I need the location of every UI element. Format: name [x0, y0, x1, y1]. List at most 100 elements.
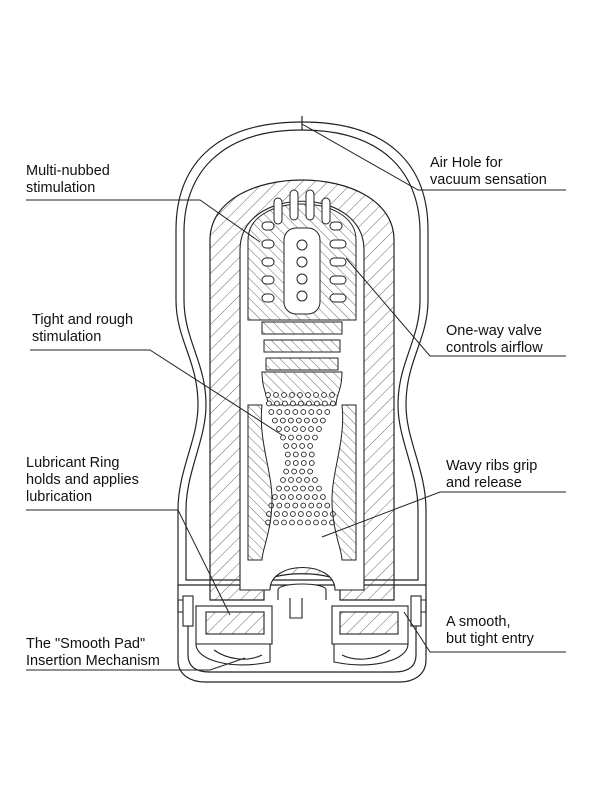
nub-dot [273, 519, 279, 526]
nub-dot [307, 468, 313, 475]
nub-dot [298, 511, 304, 517]
nub-dot [284, 460, 291, 466]
nub-dot [272, 494, 278, 500]
nub-dot [308, 485, 314, 492]
nub-dot [324, 409, 331, 415]
nub-dot [288, 417, 294, 424]
nub-dot [299, 468, 305, 475]
nub-dot [312, 477, 318, 483]
nub-dot [296, 434, 302, 441]
nub-dot [308, 451, 315, 458]
label-smooth-entry: A smooth, but tight entry [446, 614, 534, 647]
nub-dot [289, 392, 295, 398]
nub-dot [284, 502, 291, 509]
nub-dot [292, 485, 298, 492]
nub-dot [320, 417, 326, 424]
nub-dot [273, 392, 279, 398]
nub-dots [265, 392, 336, 526]
nub-dot [292, 502, 299, 509]
nub-dot [330, 400, 336, 407]
nub-dot [321, 519, 327, 526]
nub-dot [298, 400, 304, 407]
nub-dot [316, 426, 322, 432]
label-multi-nubbed: Multi-nubbed stimulation [26, 163, 110, 196]
label-one-way-valve: One-way valve controls airflow [446, 323, 543, 356]
nub-dot [308, 502, 315, 509]
nub-dot [296, 477, 302, 483]
nub-dot [312, 434, 318, 441]
nub-dot [284, 485, 290, 492]
nub-dot [300, 426, 306, 432]
nub-dot [289, 519, 295, 526]
lower-sleeve [247, 404, 357, 561]
nub-dot [276, 426, 282, 432]
label-wavy-ribs: Wavy ribs grip and release [446, 458, 538, 491]
nub-dot [266, 400, 272, 407]
nub-dot [284, 409, 291, 415]
nub-dot [316, 409, 323, 415]
nub-dot [299, 443, 305, 449]
nub-dot [276, 409, 283, 415]
nub-dot [300, 502, 307, 509]
nub-dot [297, 392, 303, 398]
nub-dot [296, 417, 302, 424]
nub-dot [282, 511, 288, 517]
nub-dot [274, 400, 280, 407]
nub-dot [282, 400, 288, 407]
nub-dot [304, 494, 310, 500]
label-lubricant-ring: Lubricant Ring holds and applies lubrica… [26, 455, 139, 505]
nub-dot [292, 460, 299, 466]
nub-dot [276, 502, 283, 509]
nub-dot [284, 426, 290, 432]
nub-dot [283, 443, 289, 449]
leader-lines [26, 123, 566, 671]
nub-dot [304, 434, 310, 441]
valve-holes [296, 239, 308, 302]
label-smooth-pad: The "Smooth Pad" Insertion Mechanism [26, 636, 160, 669]
nub-dot [305, 392, 311, 398]
nub-dot [281, 519, 287, 526]
nub-dot [308, 426, 314, 432]
nub-dot [272, 417, 278, 424]
label-air-hole: Air Hole for vacuum sensation [430, 155, 547, 188]
nub-dot [306, 400, 312, 407]
ribbed-section [261, 321, 343, 406]
nub-dot [288, 494, 294, 500]
nub-dot [329, 392, 335, 398]
nub-dot [316, 485, 322, 492]
nub-dot [306, 511, 312, 517]
nub-dot [305, 519, 311, 526]
nub-dot [322, 511, 328, 517]
nub-dot [292, 409, 299, 415]
nub-dot [280, 494, 286, 500]
nub-dot [268, 409, 275, 415]
nub-dot [314, 511, 320, 517]
nub-dot [316, 502, 323, 509]
nub-dot [297, 519, 303, 526]
nub-dot [300, 485, 306, 492]
nub-dot [288, 434, 294, 441]
nub-dot [274, 511, 280, 517]
nub-dot [280, 417, 286, 424]
nub-dot [300, 409, 307, 415]
base-mechanism [177, 583, 427, 666]
nub-dot [288, 477, 294, 483]
nub-dot [314, 400, 320, 407]
nub-dot [304, 477, 310, 483]
nub-dot [308, 460, 315, 466]
nub-dot [308, 409, 315, 415]
nub-dot [284, 451, 291, 458]
nub-slots [261, 189, 347, 315]
nub-dot [324, 502, 331, 509]
nub-dot [313, 519, 319, 526]
nub-dot [291, 468, 297, 475]
nub-dot [265, 392, 271, 398]
nub-dot [320, 494, 326, 500]
nub-dot [322, 400, 328, 407]
label-tight-rough: Tight and rough stimulation [32, 312, 134, 345]
nub-dot [307, 443, 313, 449]
nub-dot [276, 485, 282, 492]
nub-dot [312, 417, 318, 424]
nub-dot [281, 392, 287, 398]
